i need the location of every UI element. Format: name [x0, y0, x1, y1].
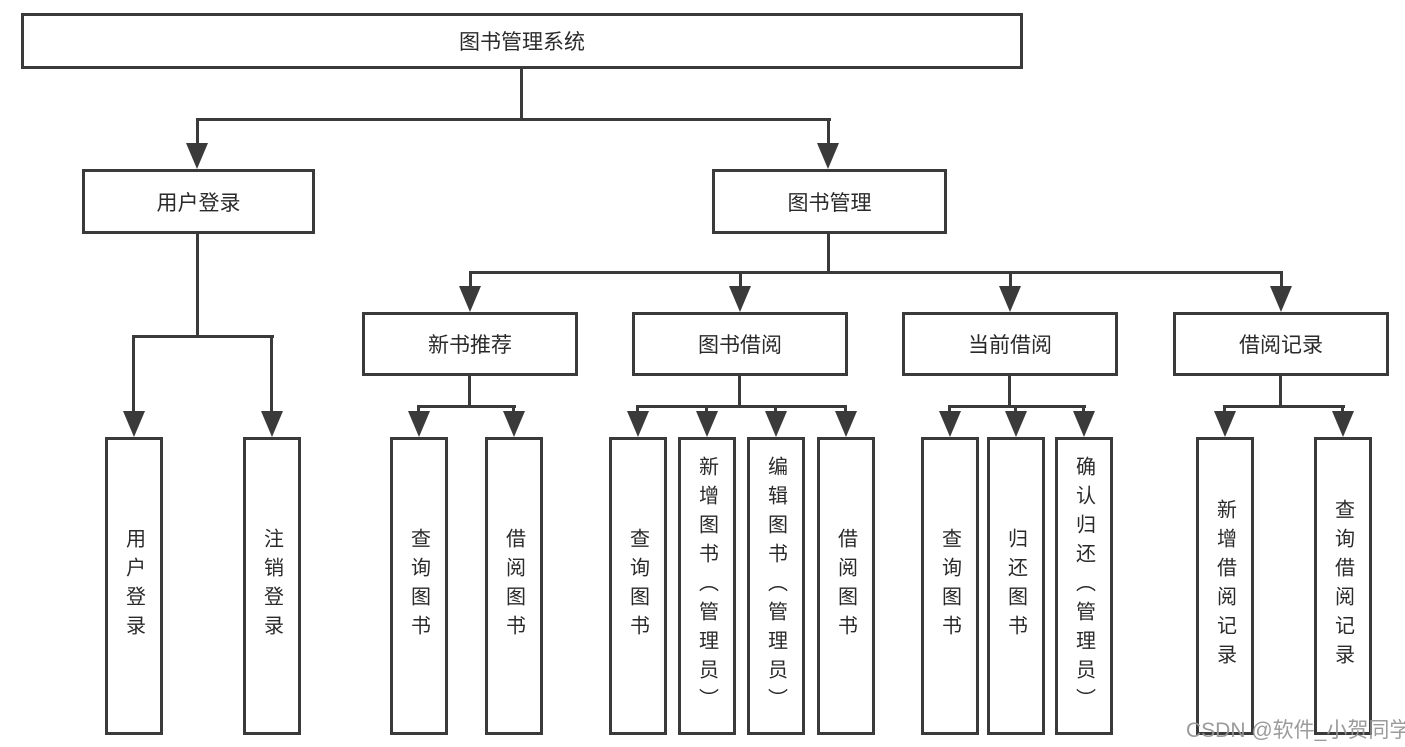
edge-borrow-records-trunk	[1279, 376, 1282, 408]
node-borrowing-records: 借阅记录	[1173, 312, 1389, 376]
leaf-add-borrow-record: 新增借阅记录	[1196, 437, 1254, 735]
edge-stem-book-mgmt	[827, 118, 830, 150]
node-current-borrowing: 当前借阅	[902, 312, 1118, 376]
node-book-management: 图书管理	[712, 169, 947, 234]
leaf-query-books-1-label: 查询图书	[407, 528, 430, 644]
leaf-return-books-label: 归还图书	[1004, 528, 1027, 644]
leaf-confirm-return-admin-label: 确认归还（管理员）	[1072, 455, 1095, 717]
arrowhead-down-icon	[1005, 411, 1027, 437]
leaf-query-books-3-label: 查询图书	[938, 528, 961, 644]
node-user-login: 用户登录	[82, 169, 315, 234]
arrowhead-down-icon	[186, 143, 208, 169]
leaf-query-books-2-label: 查询图书	[626, 528, 649, 644]
edge-stem-current-borrow	[1009, 271, 1012, 289]
arrowhead-down-icon	[1270, 286, 1292, 312]
node-new-book-recommendation: 新书推荐	[362, 312, 578, 376]
leaf-user-login-label: 用户登录	[122, 528, 145, 644]
arrowhead-down-icon	[503, 411, 525, 437]
leaf-borrow-books-1-label: 借阅图书	[502, 528, 525, 644]
node-book-borrowing-label: 图书借阅	[698, 334, 782, 357]
arrowhead-down-icon	[939, 411, 961, 437]
arrowhead-down-icon	[835, 411, 857, 437]
node-borrowing-records-label: 借阅记录	[1239, 334, 1323, 357]
node-user-login-label: 用户登录	[156, 191, 241, 215]
edge-borrow-records-bar	[1223, 405, 1345, 408]
node-book-management-label: 图书管理	[787, 191, 872, 215]
node-library-system: 图书管理系统	[21, 13, 1023, 69]
leaf-query-books-1: 查询图书	[390, 437, 448, 735]
node-book-borrowing: 图书借阅	[632, 312, 848, 376]
arrowhead-down-icon	[817, 143, 839, 169]
leaf-borrow-books-2: 借阅图书	[817, 437, 875, 735]
leaf-query-borrow-record: 查询借阅记录	[1314, 437, 1372, 735]
leaf-user-login: 用户登录	[105, 437, 163, 735]
arrowhead-down-icon	[696, 411, 718, 437]
edge-new-book-rec-bar	[417, 405, 516, 408]
edge-stem-borrow-records	[1280, 271, 1283, 289]
node-library-system-label: 图书管理系统	[459, 31, 585, 54]
edge-current-borrow-trunk	[1008, 376, 1011, 408]
edge-stem-book-borrow	[739, 271, 742, 289]
edge-user-login-bar	[132, 335, 274, 338]
edge-stem-leaf	[132, 335, 135, 415]
leaf-query-borrow-record-label: 查询借阅记录	[1331, 499, 1354, 673]
leaf-edit-books-admin: 编辑图书（管理员）	[747, 437, 805, 735]
edge-stem-user-login	[196, 118, 199, 150]
edge-user-login-trunk	[196, 234, 199, 338]
arrowhead-down-icon	[1332, 411, 1354, 437]
edge-root-trunk	[520, 69, 523, 121]
arrowhead-down-icon	[1073, 411, 1095, 437]
arrowhead-down-icon	[765, 411, 787, 437]
node-new-book-recommendation-label: 新书推荐	[428, 334, 512, 357]
arrowhead-down-icon	[1214, 411, 1236, 437]
leaf-edit-books-admin-label: 编辑图书（管理员）	[764, 455, 787, 717]
edge-book-mgmt-bar	[469, 271, 1283, 274]
edge-stem-new-book-rec	[469, 271, 472, 289]
arrowhead-down-icon	[729, 286, 751, 312]
edge-stem-leaf	[270, 335, 273, 415]
leaf-query-books-2: 查询图书	[609, 437, 667, 735]
leaf-return-books: 归还图书	[987, 437, 1045, 735]
arrowhead-down-icon	[459, 286, 481, 312]
arrowhead-down-icon	[627, 411, 649, 437]
csdn-watermark: CSDN @软件_小贺同学	[1186, 719, 1405, 742]
edge-book-borrow-bar	[636, 405, 847, 408]
edge-current-borrow-bar	[948, 405, 1086, 408]
leaf-add-borrow-record-label: 新增借阅记录	[1213, 499, 1236, 673]
leaf-logout: 注销登录	[243, 437, 301, 735]
arrowhead-down-icon	[123, 411, 145, 437]
leaf-add-books-admin-label: 新增图书（管理员）	[695, 455, 718, 717]
edge-root-bar	[196, 118, 831, 121]
leaf-borrow-books-2-label: 借阅图书	[834, 528, 857, 644]
edge-new-book-rec-trunk	[468, 376, 471, 408]
arrowhead-down-icon	[261, 411, 283, 437]
arrowhead-down-icon	[408, 411, 430, 437]
edge-book-mgmt-trunk	[827, 234, 830, 274]
node-current-borrowing-label: 当前借阅	[968, 334, 1052, 357]
arrowhead-down-icon	[999, 286, 1021, 312]
leaf-logout-label: 注销登录	[260, 528, 283, 644]
leaf-add-books-admin: 新增图书（管理员）	[678, 437, 736, 735]
leaf-borrow-books-1: 借阅图书	[485, 437, 543, 735]
leaf-query-books-3: 查询图书	[921, 437, 979, 735]
leaf-confirm-return-admin: 确认归还（管理员）	[1055, 437, 1113, 735]
edge-book-borrow-trunk	[738, 376, 741, 408]
